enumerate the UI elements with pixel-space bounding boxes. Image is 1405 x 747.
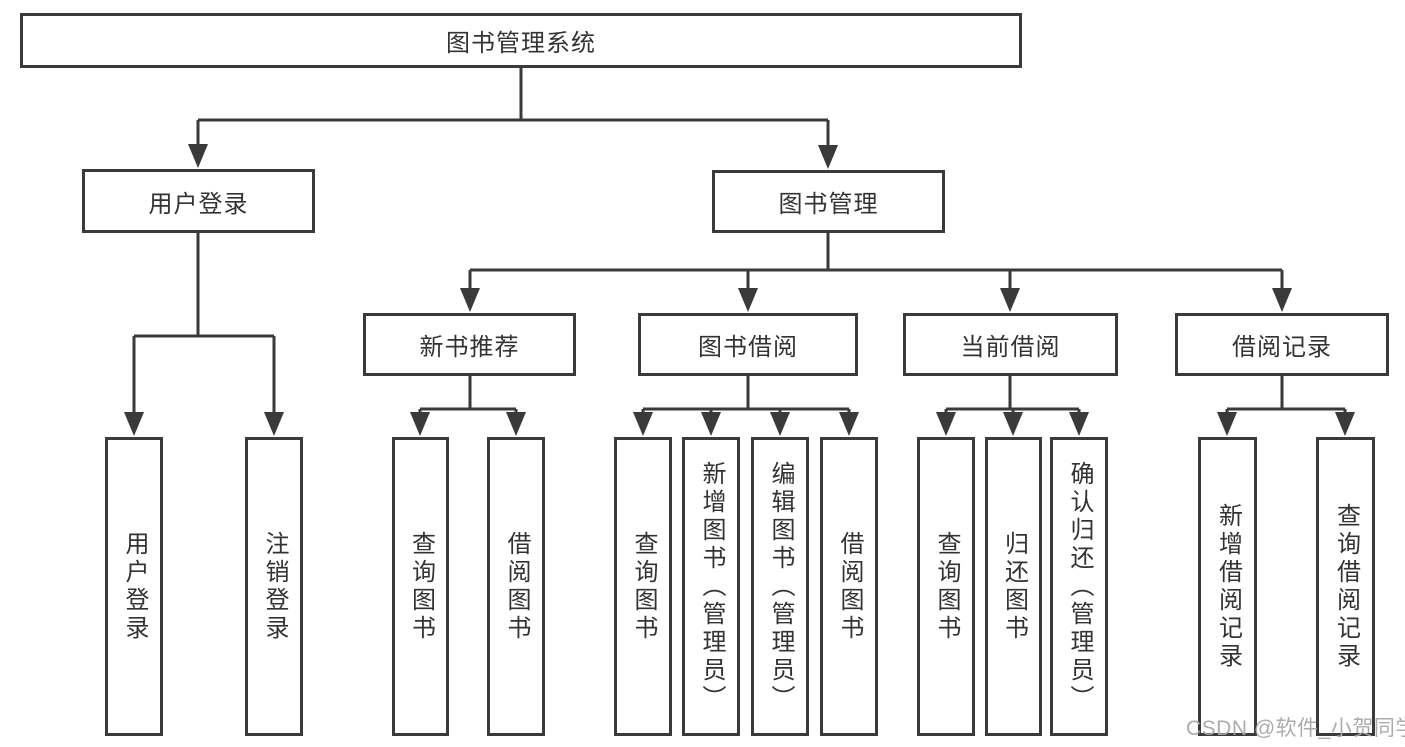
node-label: 查询图书	[630, 530, 657, 643]
leaf-logout: 注销登录	[245, 437, 303, 736]
node-label: 图书管理	[778, 191, 879, 218]
node-label: 借阅记录	[1232, 334, 1332, 361]
node-label: 新书推荐	[419, 334, 520, 361]
connector-arrowheads	[124, 144, 1355, 436]
node-user-login: 用户登录	[82, 169, 315, 233]
node-label: 查询借阅记录	[1332, 502, 1360, 671]
leaf-query-books-3: 查询图书	[917, 437, 975, 736]
node-label: 当前借阅	[960, 334, 1061, 361]
connector-lines	[132, 68, 1347, 414]
node-book-management: 图书管理	[712, 170, 945, 233]
leaf-return-books: 归还图书	[985, 437, 1042, 736]
leaf-add-books-admin: 新增图书（管理员）	[682, 437, 740, 736]
node-library-management-system: 图书管理系统	[20, 13, 1022, 68]
node-current-borrowing: 当前借阅	[903, 313, 1118, 376]
leaf-borrow-books-1: 借阅图书	[487, 437, 545, 736]
leaf-query-books-2: 查询图书	[614, 437, 672, 736]
node-label: 新增图书（管理员）	[698, 460, 725, 713]
node-label: 图书借阅	[698, 334, 798, 361]
csdn-watermark: CSDN @软件_小贺同学	[1186, 717, 1405, 740]
node-label: 新增借阅记录	[1214, 502, 1242, 671]
node-label: 注销登录	[261, 530, 288, 643]
node-label: 归还图书	[1000, 530, 1028, 643]
leaf-add-borrow-record: 新增借阅记录	[1198, 437, 1257, 736]
leaf-query-books-1: 查询图书	[392, 437, 449, 736]
leaf-borrow-books-2: 借阅图书	[820, 437, 878, 736]
leaf-edit-books-admin: 编辑图书（管理员）	[751, 437, 809, 736]
node-label: 查询图书	[407, 530, 435, 643]
node-new-book-recommendation: 新书推荐	[363, 313, 576, 376]
leaf-confirm-return-admin: 确认归还（管理员）	[1050, 437, 1108, 736]
node-label: 借阅图书	[836, 530, 863, 643]
node-book-borrowing: 图书借阅	[638, 313, 858, 376]
node-label: 图书管理系统	[446, 30, 596, 57]
node-label: 查询图书	[933, 530, 960, 643]
leaf-user-login: 用户登录	[105, 437, 163, 736]
node-label: 借阅图书	[503, 530, 530, 643]
node-label: 编辑图书（管理员）	[767, 460, 794, 713]
node-label: 确认归还（管理员）	[1066, 460, 1093, 713]
node-label: 用户登录	[148, 190, 249, 218]
leaf-query-borrow-record: 查询借阅记录	[1316, 437, 1375, 736]
node-label: 用户登录	[121, 530, 148, 643]
node-borrowing-records: 借阅记录	[1175, 313, 1389, 376]
